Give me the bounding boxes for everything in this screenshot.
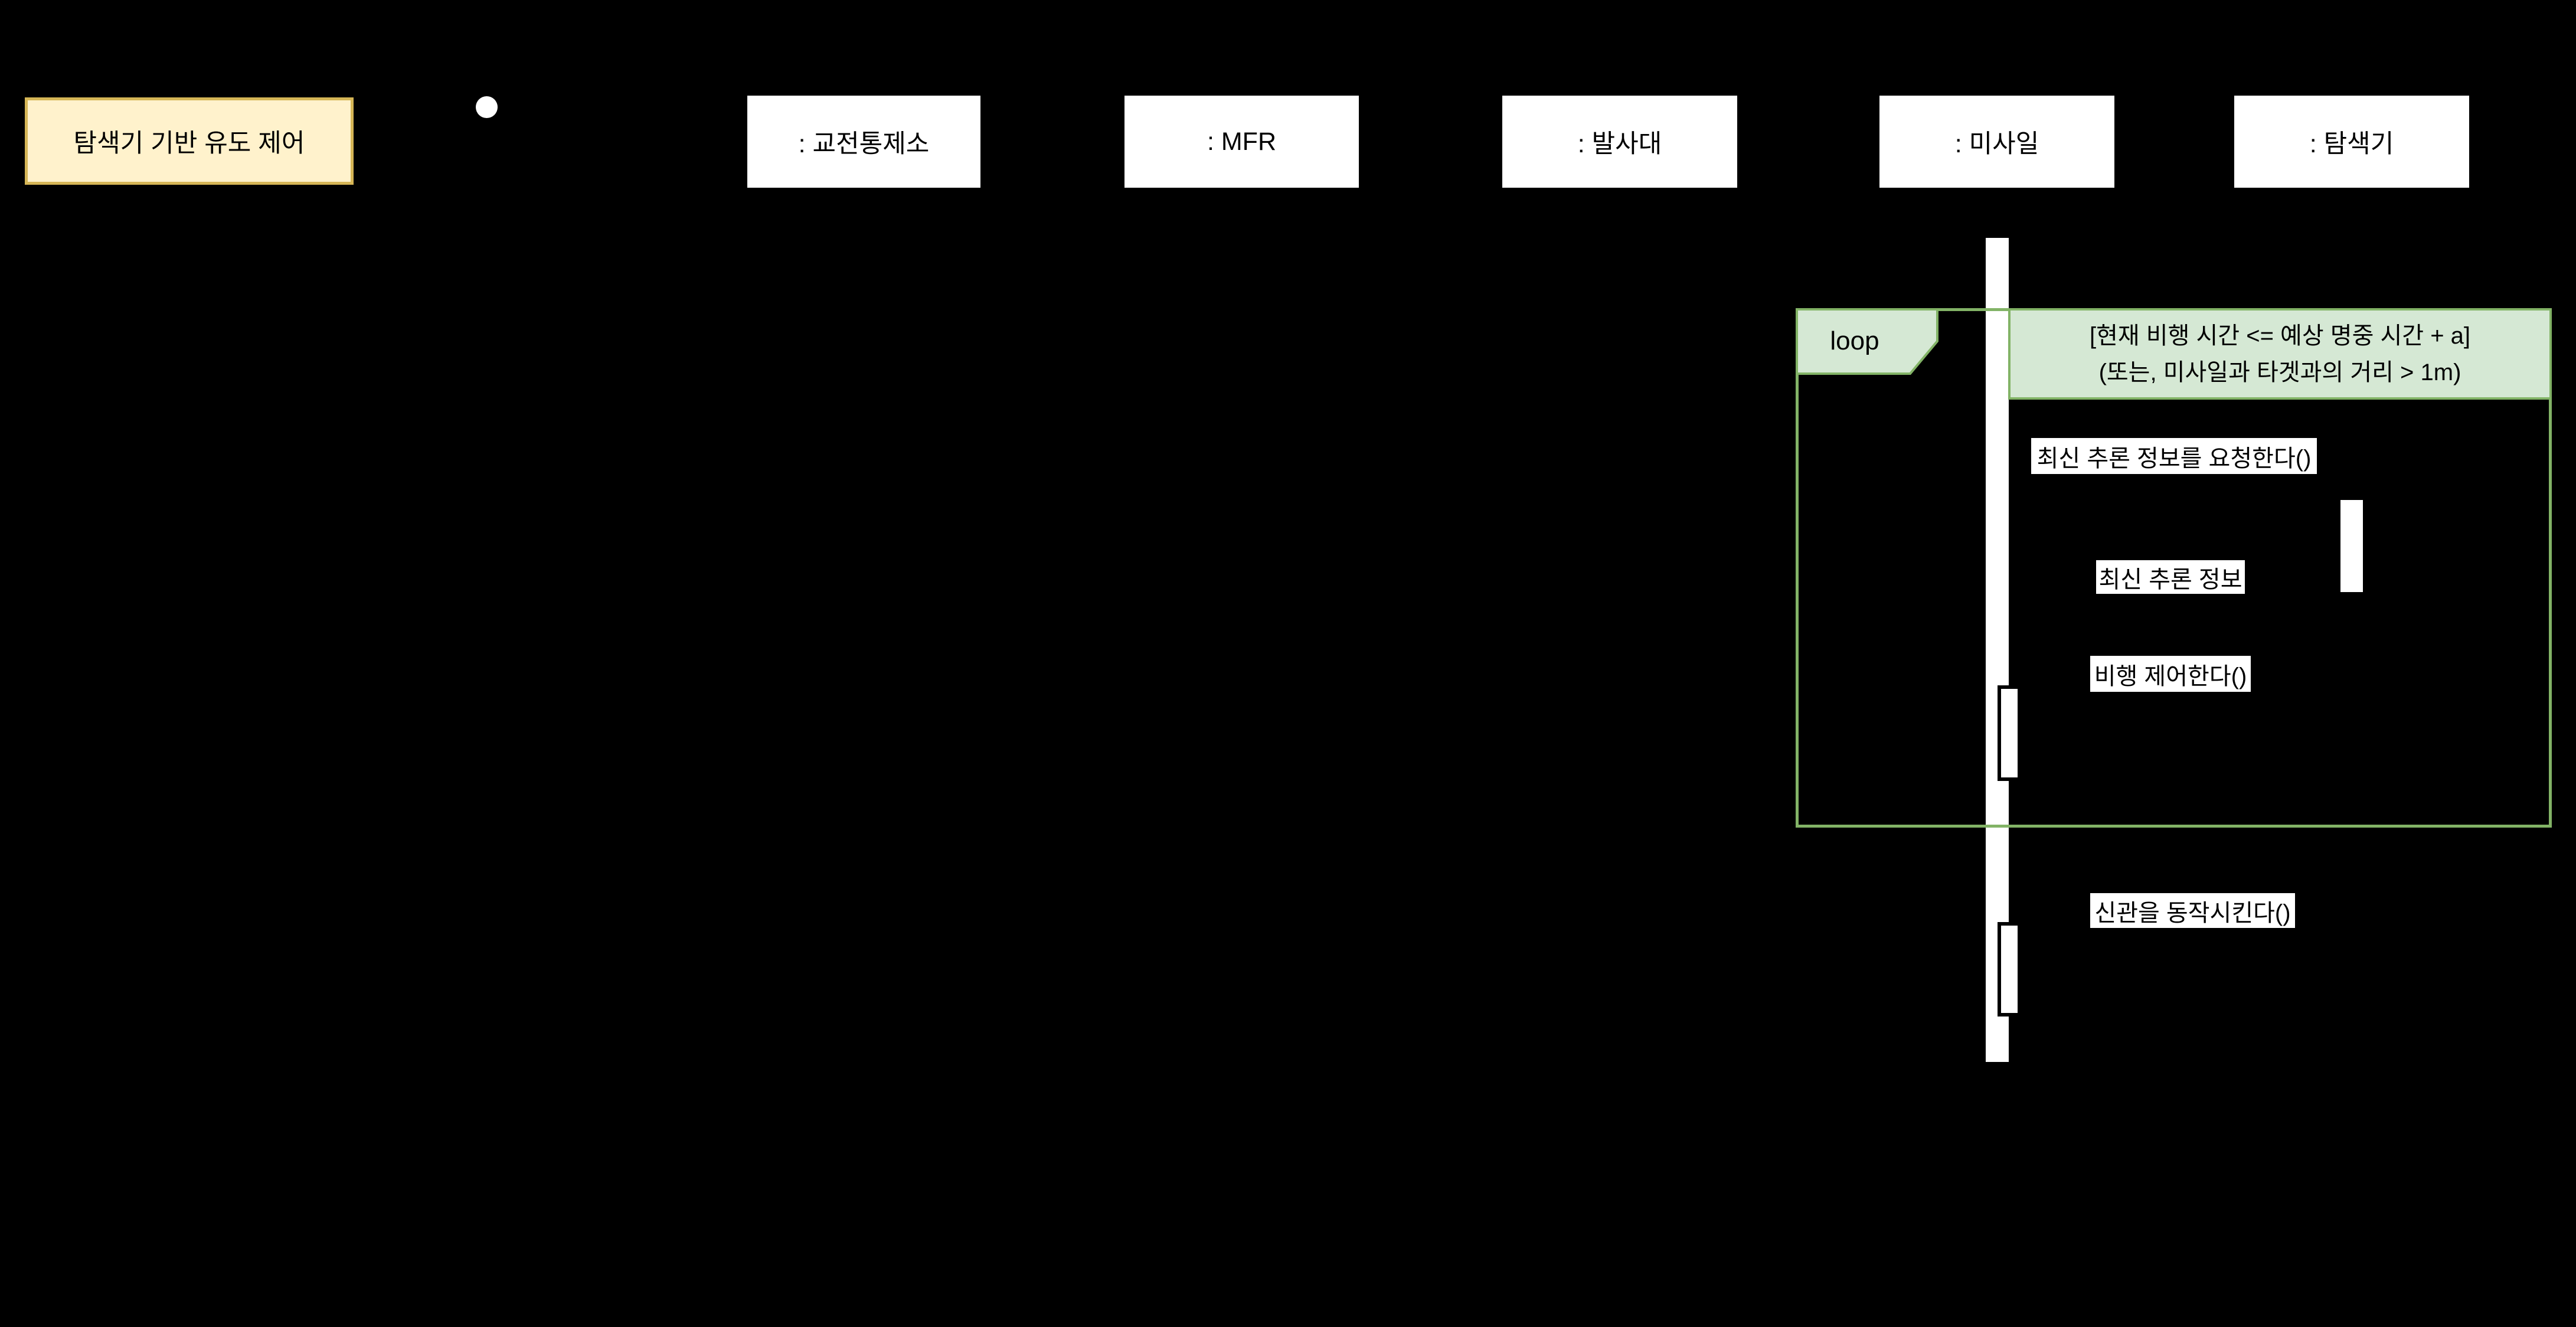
message-label-flight-control: 비행 제어한다() bbox=[2090, 656, 2251, 692]
lifeline-header-launcher: : 발사대 bbox=[1502, 96, 1737, 188]
loop-operator-pentagon bbox=[1796, 308, 1938, 375]
lifeline-label: : 발사대 bbox=[1577, 130, 1662, 158]
lifeline-header-seeker: : 탐색기 bbox=[2234, 96, 2469, 188]
lifeline-header-control-center: : 교전통제소 bbox=[747, 96, 980, 188]
lifeline-label: : MFR bbox=[1207, 127, 1277, 156]
message-label-activate-fuze: 신관을 동작시킨다() bbox=[2090, 893, 2295, 928]
initial-node-circle bbox=[476, 96, 498, 118]
activation-bar-seeker bbox=[2340, 500, 2363, 592]
lifeline-header-mfr: : MFR bbox=[1124, 96, 1359, 188]
lifeline-label: : 미사일 bbox=[1954, 130, 2039, 158]
lifeline-header-missile: : 미사일 bbox=[1879, 96, 2114, 188]
loop-operator-label: loop bbox=[1830, 326, 1879, 355]
diagram-title-box: 탐색기 기반 유도 제어 bbox=[25, 97, 354, 185]
loop-guard-condition-box: [현재 비행 시간 <= 예상 명중 시간 + a] (또는, 미사일과 타겟과… bbox=[2008, 308, 2552, 400]
guard-condition-line1: [현재 비행 시간 <= 예상 명중 시간 + a] bbox=[2089, 322, 2471, 349]
message-label-request-latest-inference: 최신 추론 정보를 요청한다() bbox=[2031, 438, 2317, 474]
message-label-latest-inference-reply: 최신 추론 정보 bbox=[2096, 560, 2245, 594]
activation-bar-missile-nested-fuze bbox=[1998, 922, 2021, 1017]
lifeline-label: : 교전통제소 bbox=[798, 130, 930, 158]
activation-bar-missile-nested-flight-control bbox=[1998, 685, 2021, 781]
diagram-title-label: 탐색기 기반 유도 제어 bbox=[73, 129, 305, 158]
lifeline-label: : 탐색기 bbox=[2309, 130, 2394, 158]
guard-condition-line2: (또는, 미사일과 타겟과의 거리 > 1m) bbox=[2098, 359, 2461, 385]
